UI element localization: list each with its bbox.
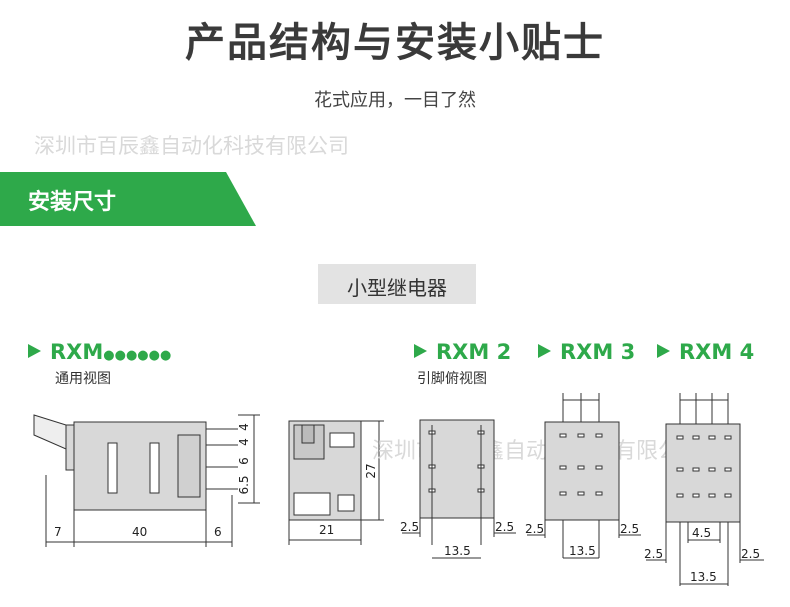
dim-width: 21 (319, 523, 334, 537)
dim-pin-2: 4 (237, 438, 251, 446)
section-banner (0, 172, 256, 226)
dim-offset-right: 2.5 (741, 547, 760, 561)
dim-left: 7 (54, 525, 62, 539)
pin-view-caption: 引脚俯视图 (417, 371, 487, 387)
dim-right: 6 (214, 525, 222, 539)
dim-span: 13.5 (690, 570, 717, 584)
page-title: 产品结构与安装小贴士 (185, 20, 605, 66)
dim-body-length: 40 (132, 525, 147, 539)
model-heading-rxm4: RXM 4 (657, 340, 754, 364)
general-view-caption: 通用视图 (55, 371, 111, 387)
triangle-arrow-icon (538, 344, 551, 358)
rxm3-pin-diagram: 2.5 2.5 13.5 (525, 393, 641, 559)
rxm4-pin-diagram: 4.5 2.5 2.5 13.5 (644, 393, 764, 586)
dim-offset-right: 2.5 (495, 520, 514, 534)
dim-offset-left: 2.5 (644, 547, 663, 561)
model-heading-rxm3: RXM 3 (538, 340, 635, 364)
page-subtitle: 花式应用，一目了然 (314, 90, 476, 111)
model-name: RXM 4 (679, 340, 755, 364)
dim-pin-4: 6.5 (237, 475, 251, 494)
dim-pin-1: 4 (237, 423, 251, 431)
watermark: 深圳市百辰鑫自动化科技有限公司 (34, 134, 349, 158)
dim-offset-left: 2.5 (400, 520, 419, 534)
dim-offset-left: 2.5 (525, 522, 544, 536)
triangle-arrow-icon (28, 344, 41, 358)
triangle-arrow-icon (414, 344, 427, 358)
model-heading-rxm: RXM●●●●●● (28, 340, 171, 364)
rxm2-pin-diagram: 2.5 2.5 13.5 (400, 419, 516, 559)
category-label: 小型继电器 (347, 276, 447, 300)
model-name: RXM 2 (436, 340, 512, 364)
model-dots: ●●●●●● (103, 348, 172, 363)
dim-span: 13.5 (569, 544, 596, 558)
dim-span: 13.5 (444, 544, 471, 558)
dim-pin-3: 6 (237, 457, 251, 465)
model-name: RXM 3 (560, 340, 636, 364)
relay-side-view-diagram: 7 40 6 4 4 6 6.5 (33, 414, 260, 547)
category-label-box (318, 264, 476, 304)
triangle-arrow-icon (657, 344, 670, 358)
section-banner-label: 安装尺寸 (28, 190, 117, 215)
dim-pitch: 4.5 (692, 526, 711, 540)
dim-offset-right: 2.5 (620, 522, 639, 536)
model-heading-rxm2: RXM 2 (414, 340, 511, 364)
model-name: RXM (50, 340, 104, 364)
relay-front-view-diagram: 21 27 (288, 420, 384, 545)
dim-height: 27 (364, 463, 378, 478)
